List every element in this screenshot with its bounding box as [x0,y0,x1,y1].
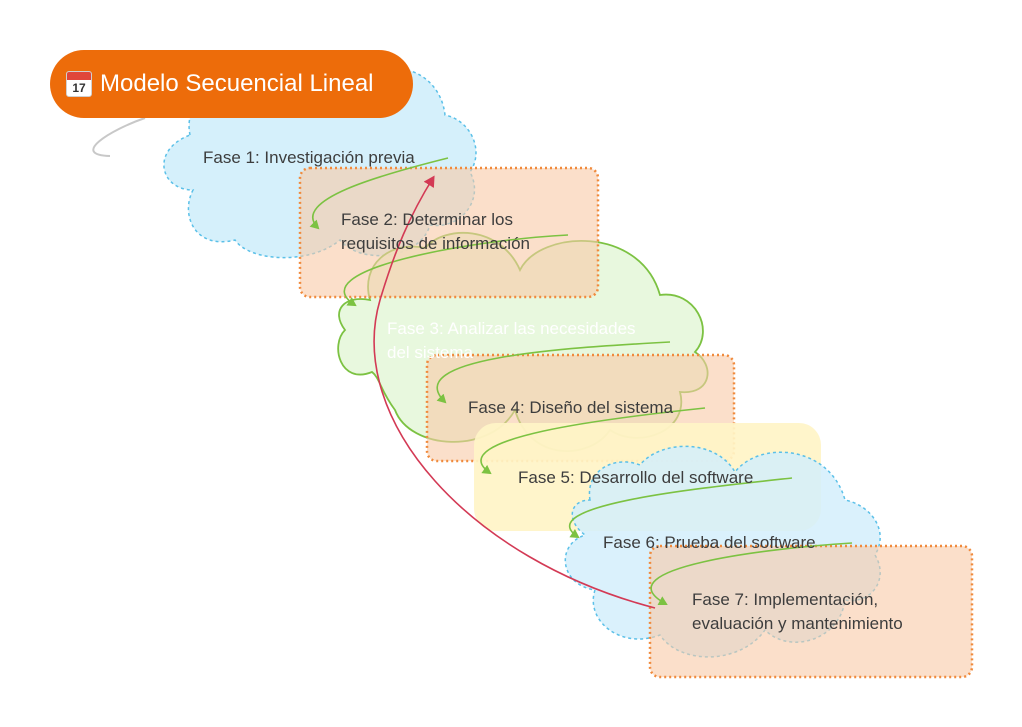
phase-7-label: Fase 7: Implementación, evaluación y man… [692,590,903,633]
phase-2-label: Fase 2: Determinar los requisitos de inf… [341,210,530,253]
title-connector [92,117,146,157]
phase-6-label: Fase 6: Prueba del software [603,533,816,552]
flow-arrow-4-5 [480,407,706,475]
flow-arrow-2-3 [343,234,569,307]
diagram-title: 17 Modelo Secuencial Lineal [50,50,413,118]
return-arrow-7-1 [373,175,656,609]
phase-3-label: Fase 3: Analizar las necesidades del sis… [387,319,636,362]
phase-5-label: Fase 5: Desarrollo del software [518,468,754,487]
phase-1-label: Fase 1: Investigación previa [203,148,415,167]
phase-2-shape [298,166,600,299]
flow-arrow-3-4 [436,341,671,404]
phase-4-label: Fase 4: Diseño del sistema [468,398,674,417]
calendar-icon: 17 [66,71,92,97]
flow-arrow-1-2 [309,157,449,230]
flow-arrow-6-7 [650,542,853,606]
flow-arrow-5-6 [568,477,793,539]
diagram-title-text: Modelo Secuencial Lineal [100,70,374,97]
